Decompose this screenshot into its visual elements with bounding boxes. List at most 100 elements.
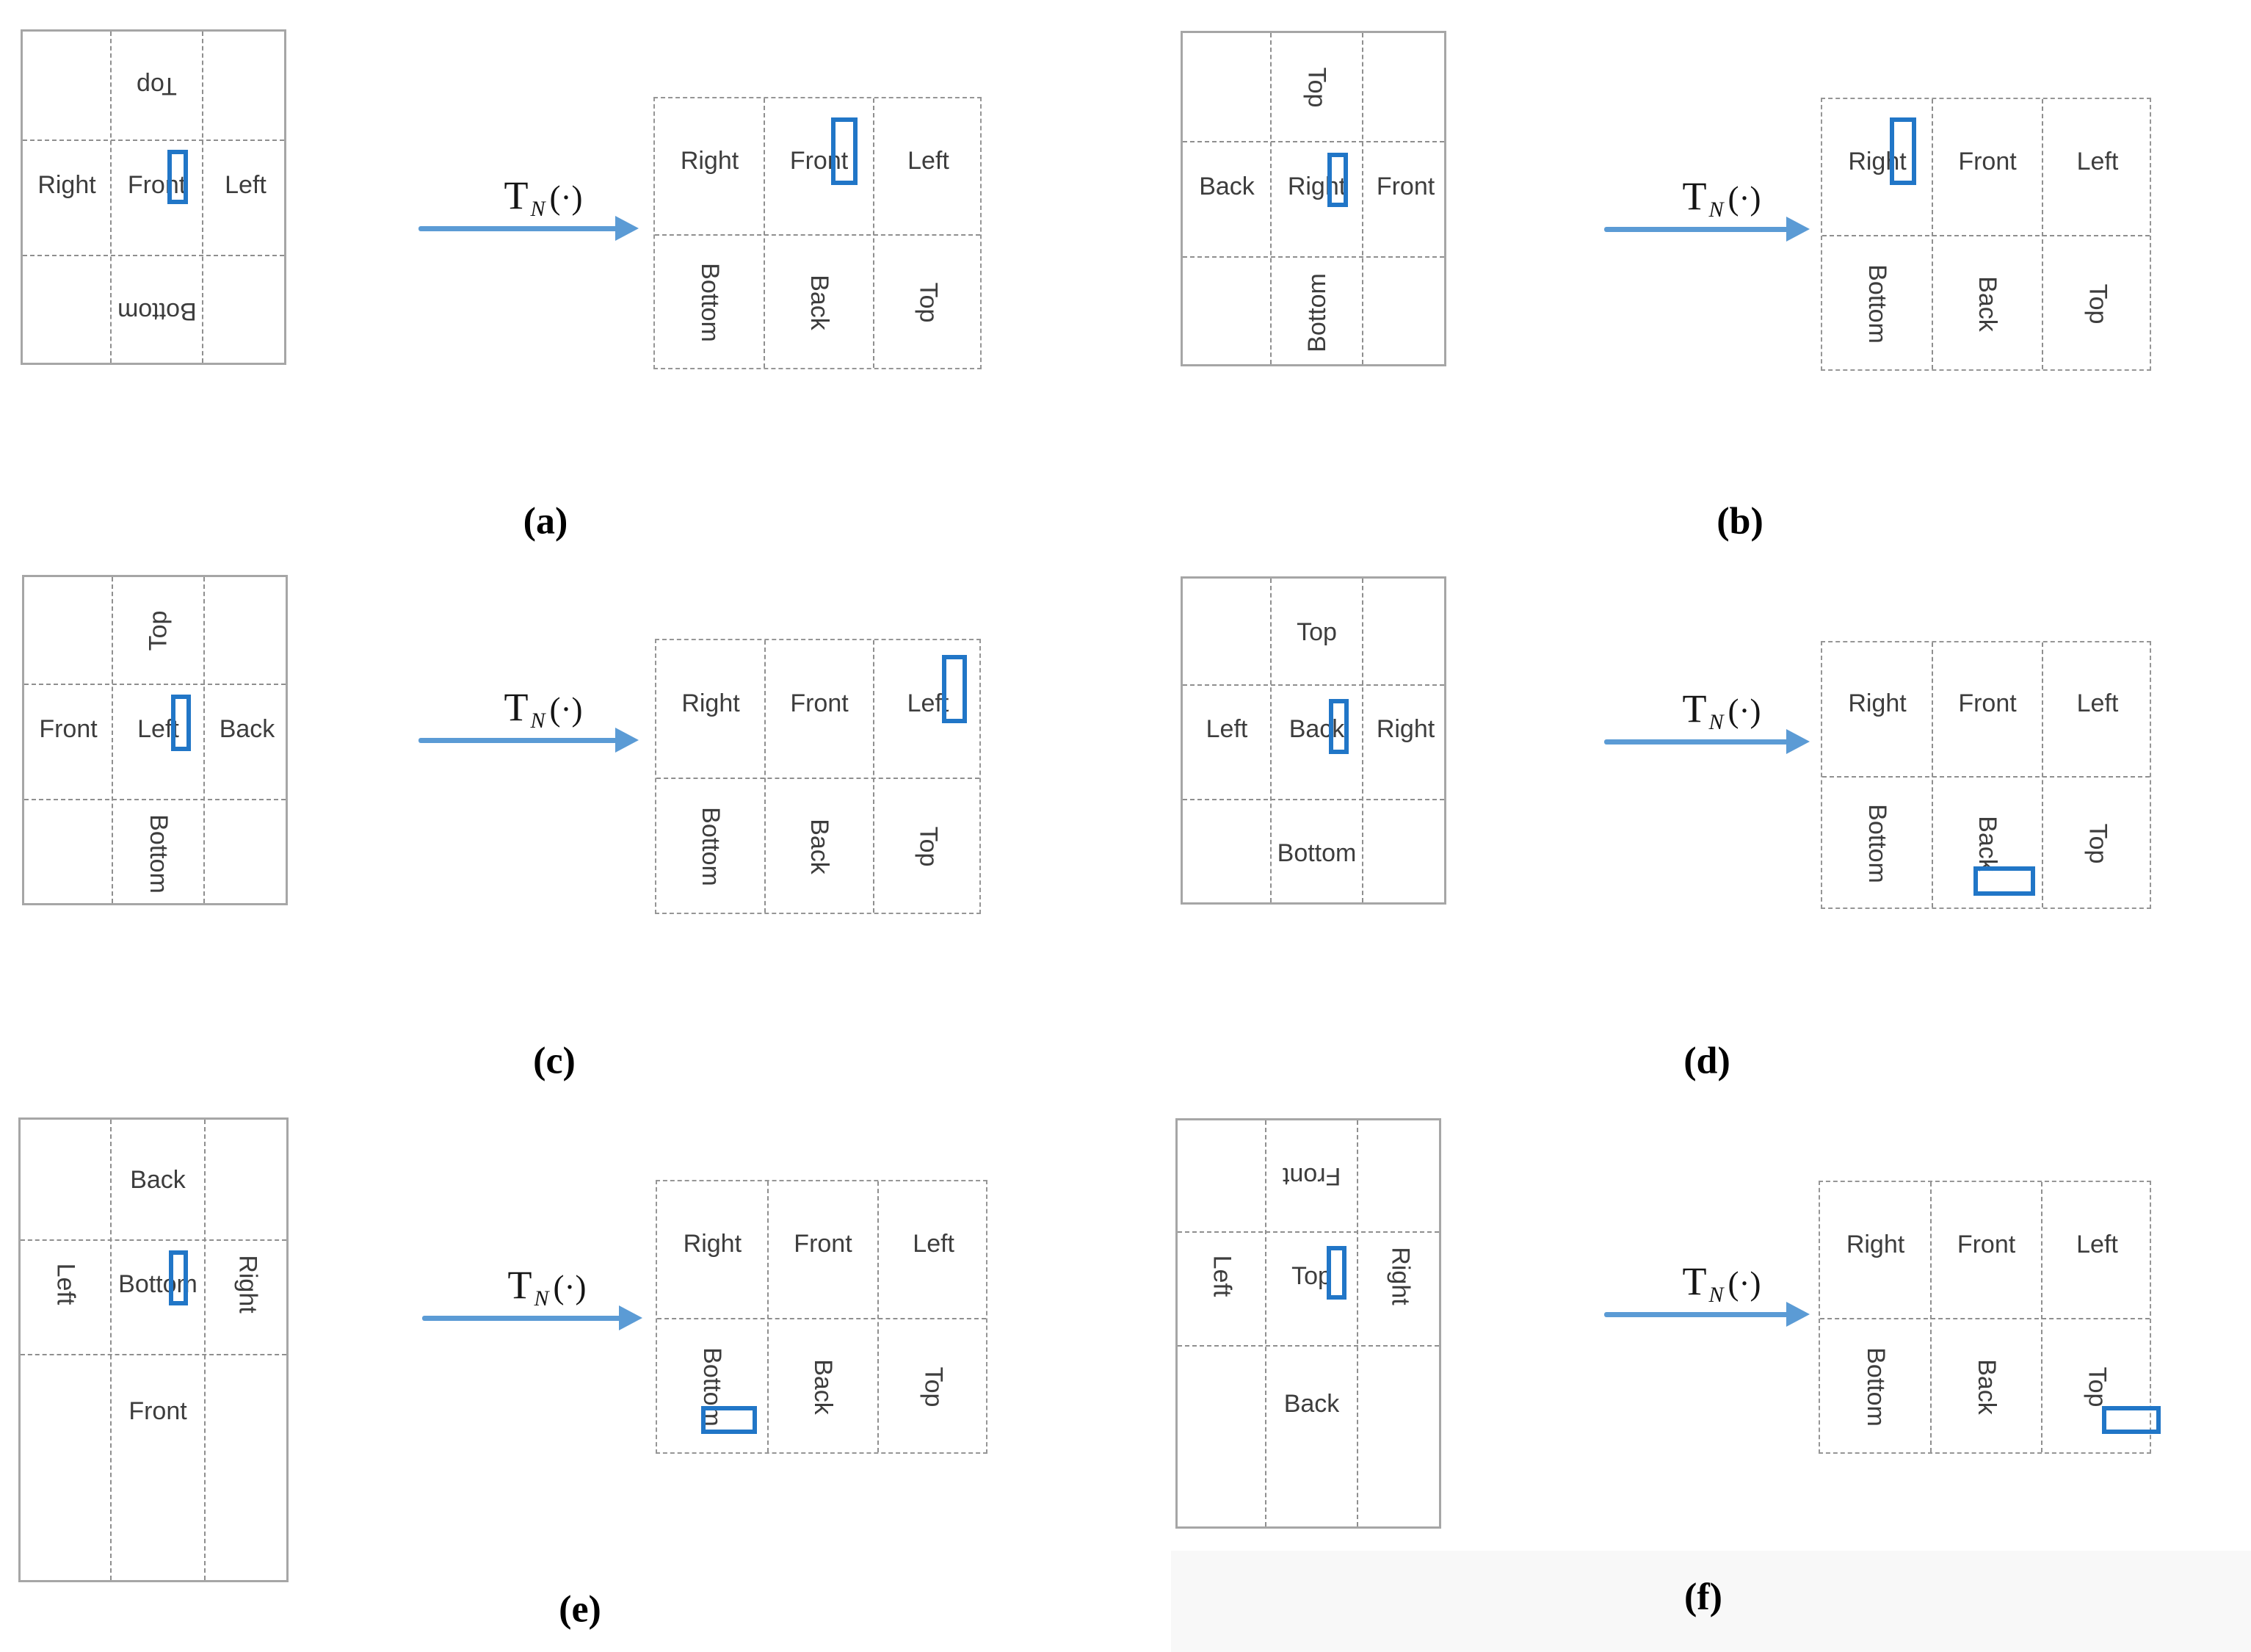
source-cell-center: Back — [1271, 685, 1363, 800]
face-label: Left — [2076, 689, 2119, 718]
face-label: Bottom — [1861, 1347, 1890, 1427]
face-label: Right — [1848, 689, 1907, 718]
face-label: Back — [1199, 172, 1255, 200]
source-cell-left: Back — [1183, 142, 1271, 257]
caption-b: (b) — [1717, 500, 1764, 543]
face-label: Top — [2083, 1366, 2112, 1408]
grid-line — [1932, 642, 1933, 907]
grid-line — [1822, 235, 2150, 236]
result-cell-r0c1: Front — [764, 98, 874, 235]
arrow-line — [1604, 1312, 1791, 1317]
caption-f: (f) — [1684, 1576, 1722, 1618]
grid-line — [203, 577, 205, 903]
caption-e: (e) — [559, 1588, 601, 1631]
result-patch-marker — [1973, 866, 2035, 896]
source-cell-bottom: Bottom — [1271, 800, 1363, 907]
transform-label-argument: (·) — [549, 690, 583, 728]
grid-line — [1178, 1345, 1439, 1347]
transform-label-main: T — [1682, 174, 1707, 218]
source-patch-marker — [1327, 153, 1348, 207]
face-label: Front — [127, 170, 186, 199]
face-label: Left — [1206, 715, 1248, 743]
grid-line — [2041, 1182, 2042, 1452]
face-label: Front — [790, 689, 849, 717]
grid-line — [1178, 1231, 1439, 1233]
transform-label-subscript: N — [534, 1286, 549, 1311]
grid-line — [23, 140, 284, 141]
source-cell-center: Top — [1266, 1232, 1358, 1346]
transform-label-subscript: N — [1708, 710, 1724, 734]
grid-line — [202, 32, 203, 363]
result-cell-r0c2: Left — [2042, 642, 2153, 777]
arrow-line — [1604, 739, 1791, 745]
arrow-line — [422, 1316, 623, 1321]
grid-line — [21, 1354, 286, 1355]
grid-line — [21, 1239, 286, 1241]
result-patch-marker — [1890, 117, 1916, 185]
result-cell-r0c0: Right — [1822, 99, 1932, 236]
result-patch-marker — [2102, 1406, 2161, 1434]
face-label: Front — [1958, 689, 2017, 718]
result-cell-r0c2: Left — [2042, 1182, 2153, 1319]
grid-line — [1270, 33, 1272, 364]
source-cell-left: Right — [23, 140, 111, 256]
face-label: Back — [1288, 715, 1345, 743]
result-cell-r0c1: Front — [765, 640, 874, 778]
transform-label-argument: (·) — [549, 178, 583, 216]
face-label: Right — [1846, 1231, 1905, 1258]
transform-label-main: T — [504, 173, 529, 217]
source-cell-bottom: Front — [111, 1355, 205, 1584]
grid-line — [657, 1317, 986, 1319]
result-cell-r0c0: Right — [656, 640, 765, 778]
face-label: Left — [907, 146, 949, 175]
grid-line — [1265, 1120, 1266, 1526]
face-label: Right — [1386, 1246, 1415, 1305]
source-cell-top: Top — [1271, 579, 1363, 685]
face-label: Left — [1208, 1255, 1236, 1297]
face-label: Back — [1283, 1390, 1340, 1418]
arrow-head — [615, 216, 639, 241]
result-cell-r1c0: Bottom — [1820, 1319, 1931, 1455]
face-label: Right — [683, 1230, 742, 1258]
arrow-head — [1786, 217, 1810, 242]
source-cell-center: Front — [111, 140, 203, 256]
result-cell-r0c0: Right — [655, 98, 764, 235]
face-label: Front — [39, 714, 98, 743]
result-cell-r1c2: Top — [2042, 1319, 2153, 1455]
face-label: Front — [1957, 1231, 2016, 1258]
caption-background-band — [1171, 1551, 2251, 1652]
transform-label-argument: (·) — [1728, 1264, 1761, 1302]
caption-c: (c) — [533, 1040, 576, 1082]
face-label: Right — [37, 170, 96, 199]
transform-label-subscript: N — [1708, 1283, 1724, 1307]
grid-line — [766, 1181, 769, 1452]
result-cell-r0c2: Left — [874, 640, 982, 778]
source-cell-left: Front — [24, 684, 112, 800]
result-cell-r0c2: Left — [878, 1181, 989, 1319]
source-patch-marker — [169, 1250, 188, 1305]
result-cell-r0c1: Front — [768, 1181, 879, 1319]
face-label: Right — [680, 146, 739, 175]
source-cell-right: Right — [1358, 1232, 1443, 1346]
source-patch-marker — [1327, 1246, 1346, 1300]
transform-label-argument: (·) — [1728, 692, 1761, 729]
face-label: Front — [1282, 1162, 1341, 1190]
face-label: Right — [1848, 148, 1907, 175]
result-cell-r0c0: Right — [1820, 1182, 1931, 1319]
arrow-head — [1786, 729, 1810, 754]
grid-line — [2042, 99, 2043, 369]
result-patch-marker — [831, 117, 858, 185]
transform-label-main: T — [1682, 1259, 1707, 1303]
transform-label-subscript: N — [1708, 198, 1724, 222]
arrow-head — [1786, 1302, 1810, 1327]
grid-line — [877, 1181, 880, 1452]
